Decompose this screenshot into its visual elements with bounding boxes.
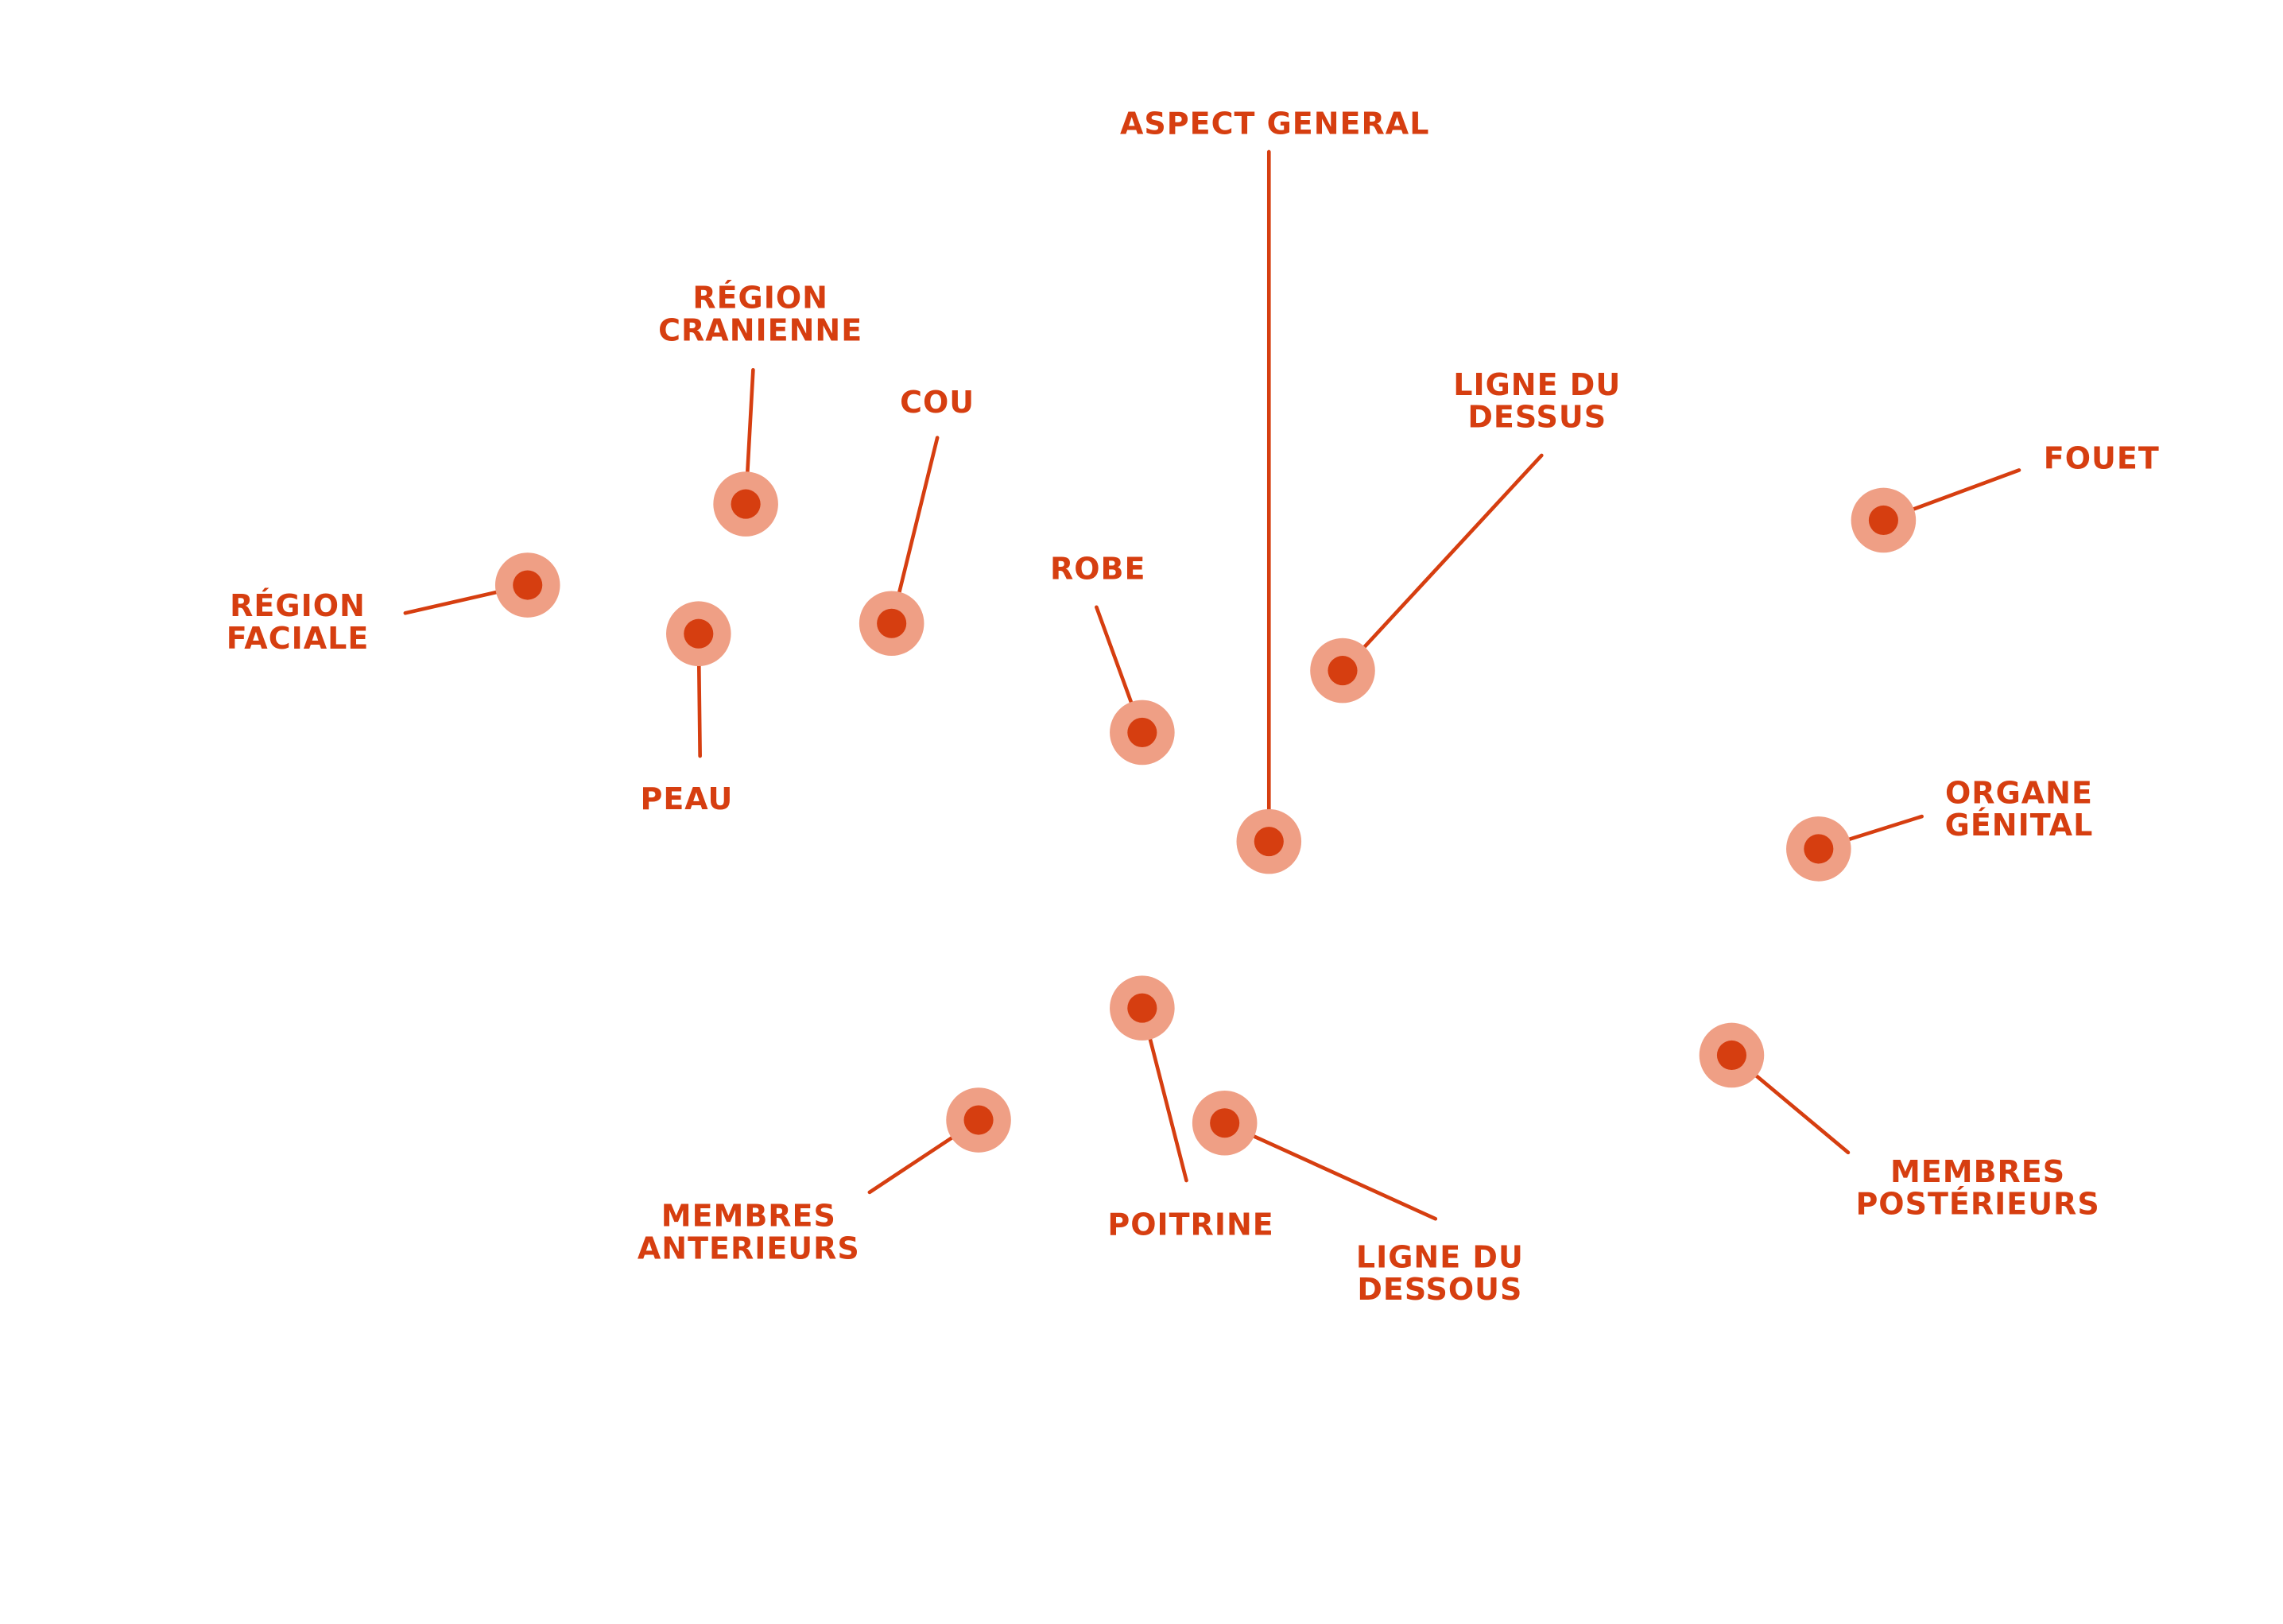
marker-dot: [1804, 834, 1834, 864]
callout-label: ANTERIEURS: [638, 1231, 860, 1265]
marker-dot: [513, 570, 543, 600]
callout-robe: ROBE: [1050, 552, 1175, 765]
callout-label: RÉGION: [230, 588, 366, 623]
callout-label: GÉNITAL: [1945, 808, 2094, 843]
marker-dot: [1868, 505, 1898, 536]
marker-dot: [1254, 827, 1284, 857]
marker-dot: [1127, 717, 1157, 747]
leader-line: [1223, 1121, 1438, 1221]
leader-line: [1340, 453, 1544, 672]
callout-label: FACIALE: [227, 621, 370, 656]
callout-poitrine: POITRINE: [1107, 975, 1273, 1242]
marker-dot: [877, 608, 907, 638]
callout-label: ORGANE: [1945, 775, 2093, 810]
callout-label: FOUET: [2044, 441, 2160, 476]
callout-peau: PEAU: [641, 601, 734, 816]
callout-label: ROBE: [1050, 552, 1146, 587]
callout-label: RÉGION: [692, 280, 828, 315]
callout-fouet: FOUET: [1851, 441, 2160, 553]
callout-label: LIGNE DU: [1356, 1239, 1524, 1274]
marker-dot: [1716, 1040, 1746, 1071]
callout-label: DESSUS: [1467, 400, 1607, 435]
marker-dot: [1210, 1108, 1240, 1138]
callout-label: CRANIENNE: [658, 312, 862, 347]
callout-label: MEMBRES: [661, 1199, 836, 1234]
marker-dot: [731, 489, 761, 519]
marker-dot: [1328, 656, 1358, 686]
callout-label: COU: [900, 385, 975, 420]
callout-label: LIGNE DU: [1453, 367, 1621, 402]
callout-label: POITRINE: [1107, 1207, 1273, 1242]
callout-label: PEAU: [641, 781, 734, 816]
callout-label: POSTÉRIEURS: [1855, 1187, 2099, 1222]
callout-label: DESSOUS: [1357, 1272, 1522, 1307]
marker-dot: [684, 618, 714, 649]
marker-dot: [963, 1105, 994, 1135]
callout-cou: COU: [859, 385, 975, 657]
callout-label: MEMBRES: [1890, 1154, 2065, 1189]
callout-aspect-general: ASPECT GENERAL: [1120, 107, 1429, 874]
callout-label: ASPECT GENERAL: [1120, 107, 1429, 141]
marker-dot: [1127, 993, 1157, 1023]
